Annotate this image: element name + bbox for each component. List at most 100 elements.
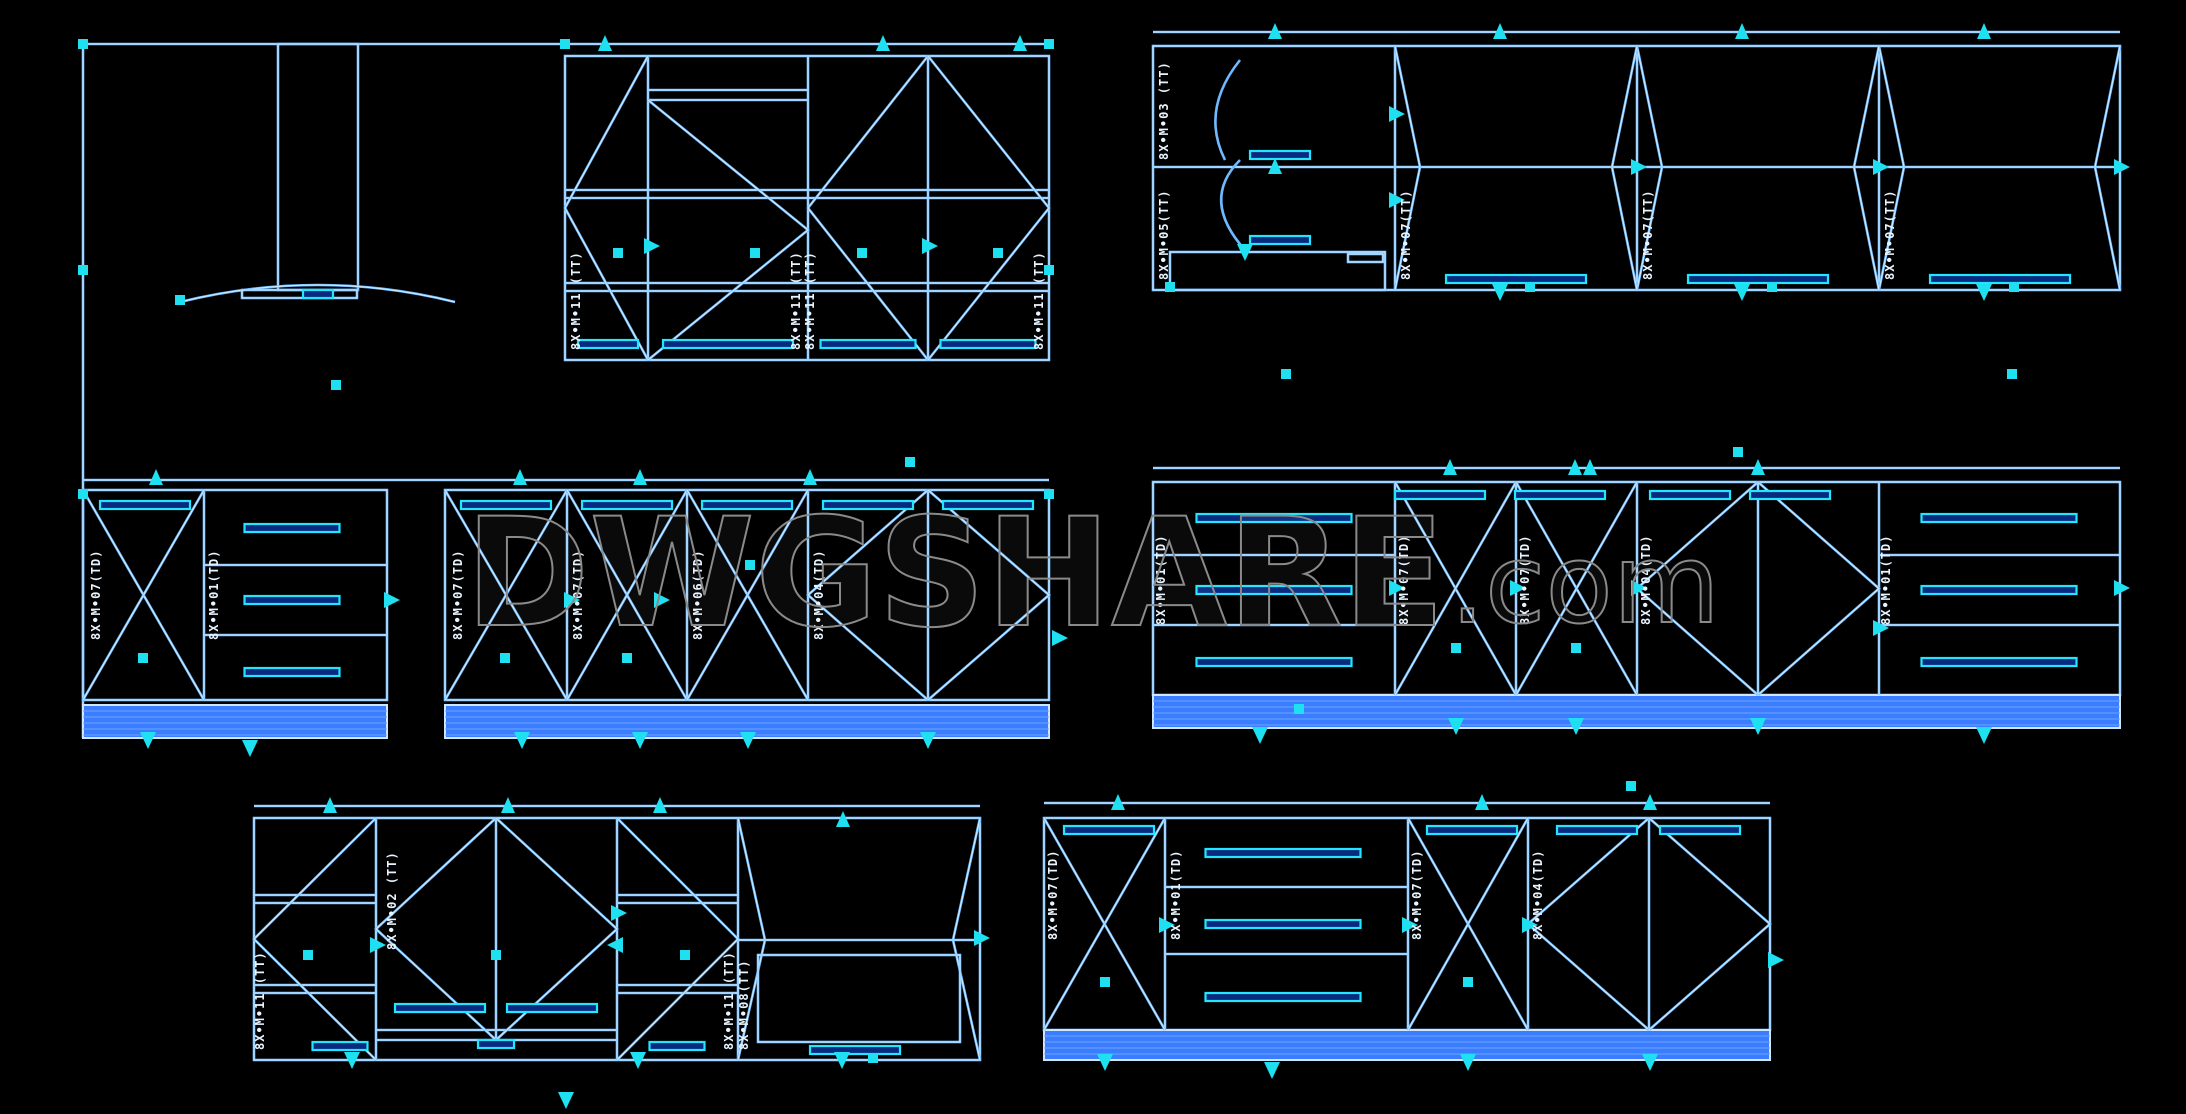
watermark-suffix: .com	[1450, 520, 1720, 648]
handle-icon	[243, 594, 341, 606]
grip-square-icon	[1100, 977, 1110, 987]
kickboard	[82, 704, 388, 739]
kickboard	[1043, 1029, 1771, 1061]
handle-icon	[393, 1002, 487, 1014]
door-swing-line	[253, 817, 377, 1061]
handle-icon	[505, 1002, 599, 1014]
cabinet-code-label: 8X•M•07(TT)	[1641, 190, 1655, 280]
marker-triangle-icon	[1510, 580, 1526, 596]
marker-triangle-icon	[1159, 917, 1175, 933]
grip-square-icon	[1044, 265, 1054, 275]
cabinet-code-label: 8X•M•07(TD)	[1518, 535, 1532, 625]
cabinet-code-label: 8X•M•05(TT)	[1157, 190, 1171, 280]
door-swing-line	[1394, 45, 1421, 291]
handle-icon	[311, 1040, 369, 1052]
door-swing-line	[1611, 45, 1638, 291]
grip-square-icon	[1525, 282, 1535, 292]
marker-triangle-icon	[632, 732, 648, 749]
handle-icon	[1425, 824, 1519, 836]
marker-triangle-icon	[1264, 1062, 1280, 1079]
grip-square-icon	[857, 248, 867, 258]
door-swing-line	[927, 489, 1050, 701]
appliance-unit	[1169, 251, 1386, 291]
door-swing-line	[1757, 481, 1880, 696]
marker-triangle-icon	[1492, 284, 1508, 301]
door-swing-line	[1407, 817, 1529, 1031]
marker-triangle-icon	[922, 238, 938, 254]
marker-triangle-icon	[611, 905, 627, 921]
cabinet-code-label: 8X•M•07(TT)	[1399, 190, 1413, 280]
handle-icon	[1444, 273, 1588, 285]
marker-triangle-icon	[1976, 284, 1992, 301]
handle-icon	[1686, 273, 1830, 285]
oven-unit	[756, 953, 962, 1044]
cabinet-code-label: 8X•M•04(TD)	[812, 550, 826, 640]
cabinet-code-label: 8X•M•11 (TT)	[569, 251, 583, 350]
marker-triangle-icon	[1475, 794, 1489, 810]
marker-triangle-icon	[242, 740, 258, 757]
grip-square-icon	[1165, 282, 1175, 292]
hood-panel	[240, 288, 359, 300]
handle-icon	[941, 499, 1035, 511]
marker-triangle-icon	[1268, 23, 1282, 39]
marker-triangle-icon	[1568, 718, 1584, 735]
handle-icon	[1658, 824, 1742, 836]
marker-triangle-icon	[501, 797, 515, 813]
grip-square-icon	[1294, 704, 1304, 714]
marker-triangle-icon	[1389, 580, 1405, 596]
marker-triangle-icon	[564, 592, 580, 608]
cabinet-code-label: 8X•M•11 (TT)	[722, 951, 736, 1050]
marker-triangle-icon	[344, 1052, 360, 1069]
base-cabinet-a-left	[81, 488, 389, 702]
door-swing-line	[806, 55, 930, 361]
appliance-panel	[1347, 253, 1384, 263]
cabinet-labels: 8X•M•11 (TT)8X•M•11 (TT)8X•M•11 (TT)8X•M…	[89, 61, 1897, 1050]
door-swing-line	[566, 489, 688, 701]
cabinet-geometry	[78, 23, 2130, 1109]
cabinet-code-label: 8X•M•01(TD)	[1879, 535, 1893, 625]
marker-triangle-icon	[1448, 718, 1464, 735]
door-swing-line	[564, 55, 649, 361]
base-cabinet-a-left	[82, 489, 388, 701]
handle-icon	[243, 666, 341, 678]
marker-triangle-icon	[2114, 580, 2130, 596]
marker-triangle-icon	[1237, 244, 1253, 261]
marker-triangle-icon	[1389, 192, 1405, 208]
grip-square-icon	[993, 248, 1003, 258]
door-swing-line	[927, 55, 1050, 361]
marker-triangle-icon	[1643, 794, 1657, 810]
grip-square-icon	[78, 39, 88, 49]
cabinet-code-label: 8X•M•07(TD)	[89, 550, 103, 640]
handle-icon	[700, 499, 794, 511]
handle-icon	[1195, 512, 1353, 524]
door-swing-line	[1394, 481, 1517, 696]
marker-triangle-icon	[1568, 459, 1582, 475]
appliance-panel	[1346, 252, 1385, 264]
marker-triangle-icon	[140, 732, 156, 749]
cabinet-code-label: 8X•M•01(TD)	[207, 550, 221, 640]
handle-icon	[1393, 489, 1487, 501]
door-swing-line	[82, 489, 205, 701]
grip-square-icon	[560, 39, 570, 49]
hood-chimney	[276, 42, 360, 292]
handle-icon	[1555, 824, 1639, 836]
marker-triangle-icon	[513, 469, 527, 485]
cabinet-code-label: 8X•M•07(TD)	[1046, 850, 1060, 940]
grip-square-icon	[1626, 781, 1636, 791]
handle-icon	[819, 338, 917, 350]
marker-triangle-icon	[370, 937, 386, 953]
handle-icon	[939, 338, 1037, 350]
door-swing-line	[252, 817, 377, 1061]
handle-icon	[1204, 918, 1362, 930]
grip-square-icon	[1044, 489, 1054, 499]
handle-icon	[821, 499, 915, 511]
marker-triangle-icon	[2114, 159, 2130, 175]
marker-triangle-icon	[654, 592, 670, 608]
control-knobs-icon	[476, 1038, 516, 1050]
grip-square-icon	[78, 265, 88, 275]
grip-square-icon	[905, 457, 915, 467]
marker-triangle-icon	[1493, 23, 1507, 39]
cabinet-code-label: 8X•M•07(TD)	[1397, 535, 1411, 625]
marker-triangle-icon	[1460, 1054, 1476, 1071]
